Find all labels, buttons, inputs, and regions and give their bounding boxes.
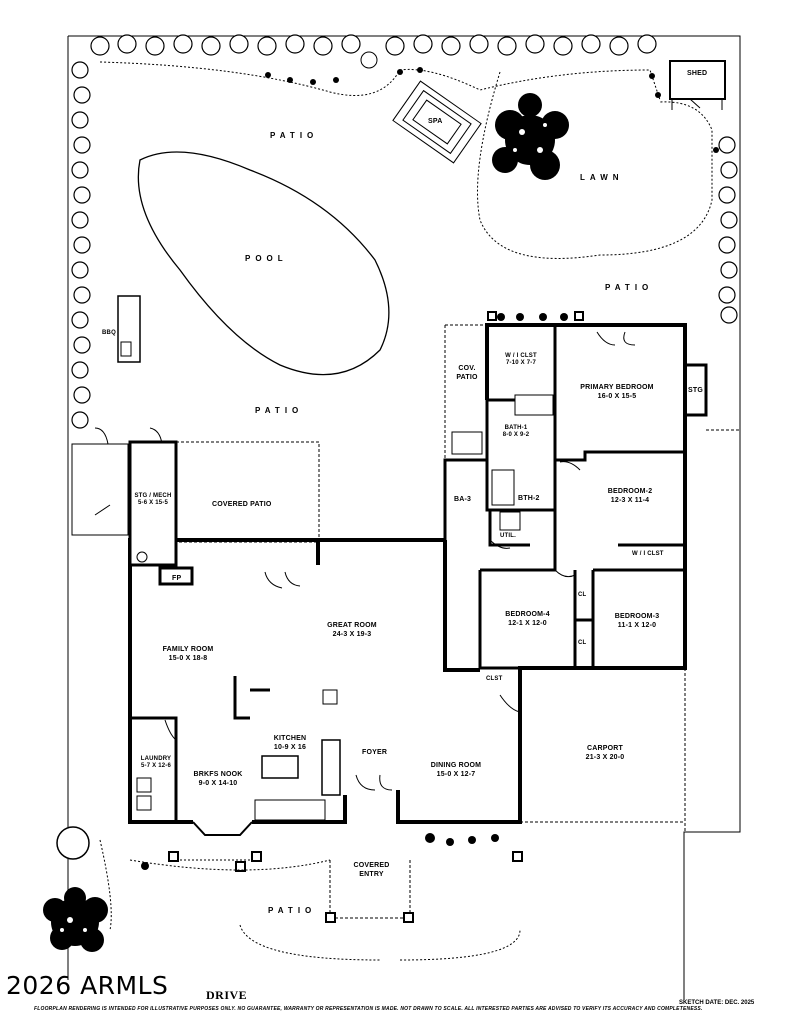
shed — [669, 60, 726, 100]
house-walls — [128, 323, 687, 824]
label-covered-patio: COVERED PATIO — [212, 501, 272, 508]
label-patio-mid: PATIO — [255, 406, 304, 415]
hedge-left — [71, 61, 91, 429]
stg-mech — [128, 440, 178, 567]
copyright-watermark: 2026 ARMLS — [6, 971, 169, 1000]
covered-patio — [175, 441, 320, 543]
label-bbq: BBQ — [102, 330, 116, 336]
label-util: UTIL. — [500, 533, 516, 539]
front-walkway — [99, 839, 521, 961]
pool — [137, 151, 390, 376]
hedge-right — [718, 136, 738, 324]
lawn-edge — [477, 71, 713, 259]
label-ba3: BA-3 — [454, 496, 472, 503]
disclaimer: FLOORPLAN RENDERING IS INTENDED FOR ILLU… — [34, 1006, 703, 1012]
label-cov-patio: COV. PATIO — [456, 365, 478, 381]
kitchen-island — [261, 755, 299, 779]
garden-path — [99, 61, 661, 101]
address-text: DRIVE — [206, 988, 248, 1002]
label-patio-top: PATIO — [270, 131, 319, 140]
lot-boundary — [67, 35, 741, 1000]
label-shed: SHED — [687, 70, 708, 77]
cov-patio-outline — [444, 324, 487, 460]
fireplace — [158, 566, 194, 586]
label-covered-entry: COVERED ENTRY — [353, 862, 390, 878]
covered-entry — [329, 860, 411, 919]
bay-window — [192, 821, 253, 836]
label-stg: STG — [688, 387, 703, 394]
label-fp: FP — [172, 575, 182, 582]
tree-top — [492, 93, 569, 180]
label-bth2: BTH-2 — [518, 495, 540, 502]
label-pool: POOL — [245, 254, 288, 263]
label-lawn: LAWN — [580, 173, 624, 182]
label-cl-a: CL — [578, 592, 587, 598]
label-patio-bottom: PATIO — [268, 906, 317, 915]
label-clst: CLST — [486, 676, 503, 682]
tree-bottom — [43, 887, 108, 952]
label-foyer: FOYER — [362, 749, 388, 756]
hedge-top — [90, 34, 657, 56]
label-spa: SPA — [428, 118, 443, 125]
door-swings — [164, 331, 636, 791]
label-cl-b: CL — [578, 640, 587, 646]
shrub-front — [56, 826, 90, 860]
birdbath — [360, 51, 378, 69]
side-gate — [71, 443, 129, 536]
label-patio-right: PATIO — [605, 283, 654, 292]
columns — [168, 311, 584, 923]
spa — [392, 80, 482, 164]
label-wic2: W / I CLST — [632, 551, 664, 557]
side-yard — [520, 429, 740, 832]
sketch-date: SKETCH DATE: DEC. 2025 — [679, 1000, 755, 1006]
